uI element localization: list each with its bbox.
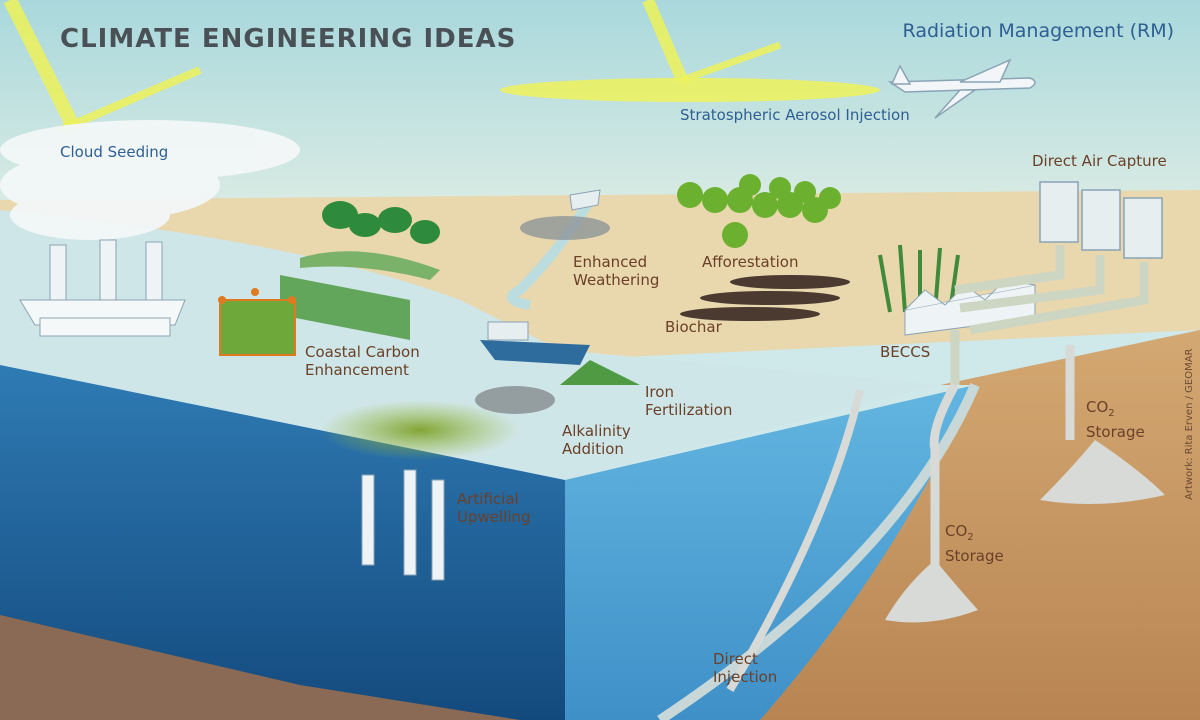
label-direct-injection: Direct Injection — [713, 650, 778, 686]
kelp-cage — [218, 288, 296, 356]
label-stratospheric-aerosol: Stratospheric Aerosol Injection — [680, 106, 910, 124]
ocean-surface — [0, 210, 940, 480]
label-enhanced-weathering: Enhanced Weathering — [573, 253, 660, 289]
aerosol-band — [500, 78, 880, 102]
category-label: Radiation Management (RM) — [902, 20, 1174, 42]
cloud — [0, 120, 300, 240]
reservoir-mid — [885, 560, 978, 623]
co2-pipes — [950, 245, 1149, 385]
boat — [480, 321, 590, 365]
sun-ray — [680, 41, 782, 84]
rock-powder — [520, 216, 610, 240]
upwelling-pipes — [361, 469, 445, 581]
label-direct-air-capture: Direct Air Capture — [1032, 152, 1167, 170]
label-beccs: BECCS — [880, 343, 931, 361]
seagrass — [280, 275, 410, 340]
label-co2-storage-mid: CO2 Storage — [945, 522, 1004, 565]
forest — [677, 174, 841, 248]
storage-pipes — [929, 345, 1075, 570]
label-artificial-upwelling: Artificial Upwelling — [457, 490, 531, 526]
alkalinity-powder — [475, 386, 555, 414]
sun-ray — [642, 0, 688, 83]
label-co2-storage-right: CO2 Storage — [1086, 398, 1145, 441]
label-afforestation: Afforestation — [702, 253, 799, 271]
label-cloud-seeding: Cloud Seeding — [60, 143, 169, 161]
soil-face — [760, 330, 1200, 720]
land-surface — [0, 190, 1200, 360]
seafloor-left — [0, 615, 520, 720]
reservoir-right — [1040, 440, 1165, 504]
airplane — [887, 58, 1036, 119]
air-capture-units — [1039, 181, 1163, 259]
sun-ray — [3, 0, 82, 134]
diagram-title: CLIMATE ENGINEERING IDEAS — [60, 24, 517, 54]
mangrove-trees — [300, 201, 440, 280]
bucket — [569, 189, 601, 211]
sun-ray — [58, 66, 202, 134]
seeding-ship — [19, 239, 186, 337]
artwork-credit: Artwork: Rita Erven / GEOMAR — [1184, 348, 1195, 501]
label-alkalinity-addition: Alkalinity Addition — [562, 422, 631, 458]
label-coastal-carbon: Coastal Carbon Enhancement — [305, 343, 420, 379]
injection-pipe — [726, 389, 864, 693]
label-biochar: Biochar — [665, 318, 722, 336]
iron-bloom — [560, 360, 640, 385]
label-iron-fertilization: Iron Fertilization — [645, 383, 733, 419]
algae-bloom — [320, 400, 520, 460]
biochar-rows — [680, 275, 850, 321]
slope-edge — [657, 383, 980, 720]
